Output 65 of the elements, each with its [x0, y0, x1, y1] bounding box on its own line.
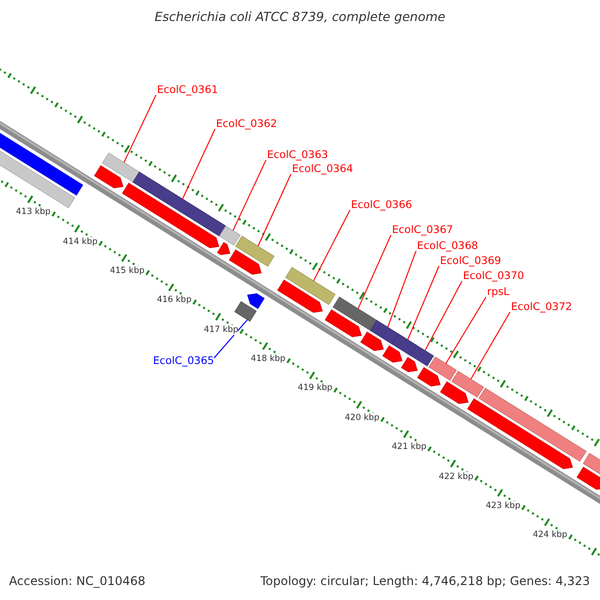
scale-label: 420 kbp	[344, 412, 380, 423]
leader-line	[182, 128, 216, 200]
scale-label: 424 kbp	[532, 530, 568, 540]
gene-feature	[247, 293, 265, 309]
leader-line	[407, 266, 440, 340]
gene-label: EcolC_0367	[392, 224, 454, 236]
scale-label: 422 kbp	[438, 472, 474, 482]
footer-text: Accession: NC_010468	[9, 574, 146, 588]
gene-bar	[102, 152, 140, 183]
gene-bar	[582, 452, 600, 475]
gene-label: EcolC_0370	[463, 270, 524, 282]
scale-label: 413 kbp	[16, 207, 51, 218]
scale-label: 417 kbp	[204, 324, 238, 335]
gene-bar	[428, 356, 457, 381]
gene-bar	[478, 388, 587, 462]
gene-label: EcolC_0364	[292, 163, 354, 175]
leader-line	[387, 250, 416, 328]
gene-feature	[94, 165, 124, 188]
gene-feature	[277, 280, 323, 313]
gene-bar	[451, 370, 484, 398]
gene-feature	[417, 367, 441, 386]
gene-bar	[219, 226, 241, 246]
gene-feature	[360, 332, 384, 351]
gene-label: EcolC_0365	[153, 355, 214, 367]
scale-label: 418 kbp	[250, 354, 286, 364]
gene-label: rpsL	[487, 286, 510, 298]
leader-line	[124, 94, 156, 163]
gene-feature	[217, 242, 230, 256]
gene-label: EcolC_0362	[216, 118, 278, 130]
leader-line	[214, 319, 248, 358]
gene-bar	[332, 296, 378, 331]
leader-line	[470, 312, 510, 380]
gene-bar	[234, 301, 257, 322]
leader-line	[232, 160, 266, 231]
scale-label: 421 kbp	[392, 442, 426, 452]
gene-label: EcolC_0372	[511, 301, 572, 313]
gene-label: EcolC_0366	[351, 199, 412, 211]
gene-label: EcolC_0363	[267, 149, 328, 161]
scale-label: 415 kbp	[110, 266, 144, 276]
gene-label: EcolC_0368	[417, 240, 478, 252]
gene-feature	[228, 249, 262, 275]
gene-feature	[467, 398, 573, 470]
scale-label: 414 kbp	[62, 236, 98, 247]
gene-bar	[370, 320, 400, 345]
scale-label: 423 kbp	[486, 500, 520, 511]
scale-label: 416 kbp	[156, 295, 192, 306]
gene-bar	[235, 236, 275, 267]
leader-line	[424, 280, 462, 352]
gene-bar	[285, 266, 336, 305]
scale-label: 419 kbp	[298, 383, 332, 394]
gene-bar	[392, 334, 418, 356]
leader-line	[313, 210, 350, 282]
gene-feature	[122, 182, 220, 248]
leader-line	[258, 174, 292, 247]
footer-text: Topology: circular; Length: 4,746,218 bp; Genes: 4,323	[260, 574, 590, 588]
gene-feature	[440, 381, 469, 404]
gene-bar	[132, 172, 226, 237]
gene-bar	[410, 344, 434, 366]
leader-line	[358, 234, 392, 310]
gene-label: EcolC_0369	[440, 255, 502, 267]
leader-line	[445, 296, 486, 364]
gene-feature	[576, 466, 600, 490]
gene-label: EcolC_0361	[157, 84, 218, 96]
title: Escherichia coli ATCC 8739, complete genome	[154, 9, 446, 24]
gene-feature	[324, 309, 362, 338]
